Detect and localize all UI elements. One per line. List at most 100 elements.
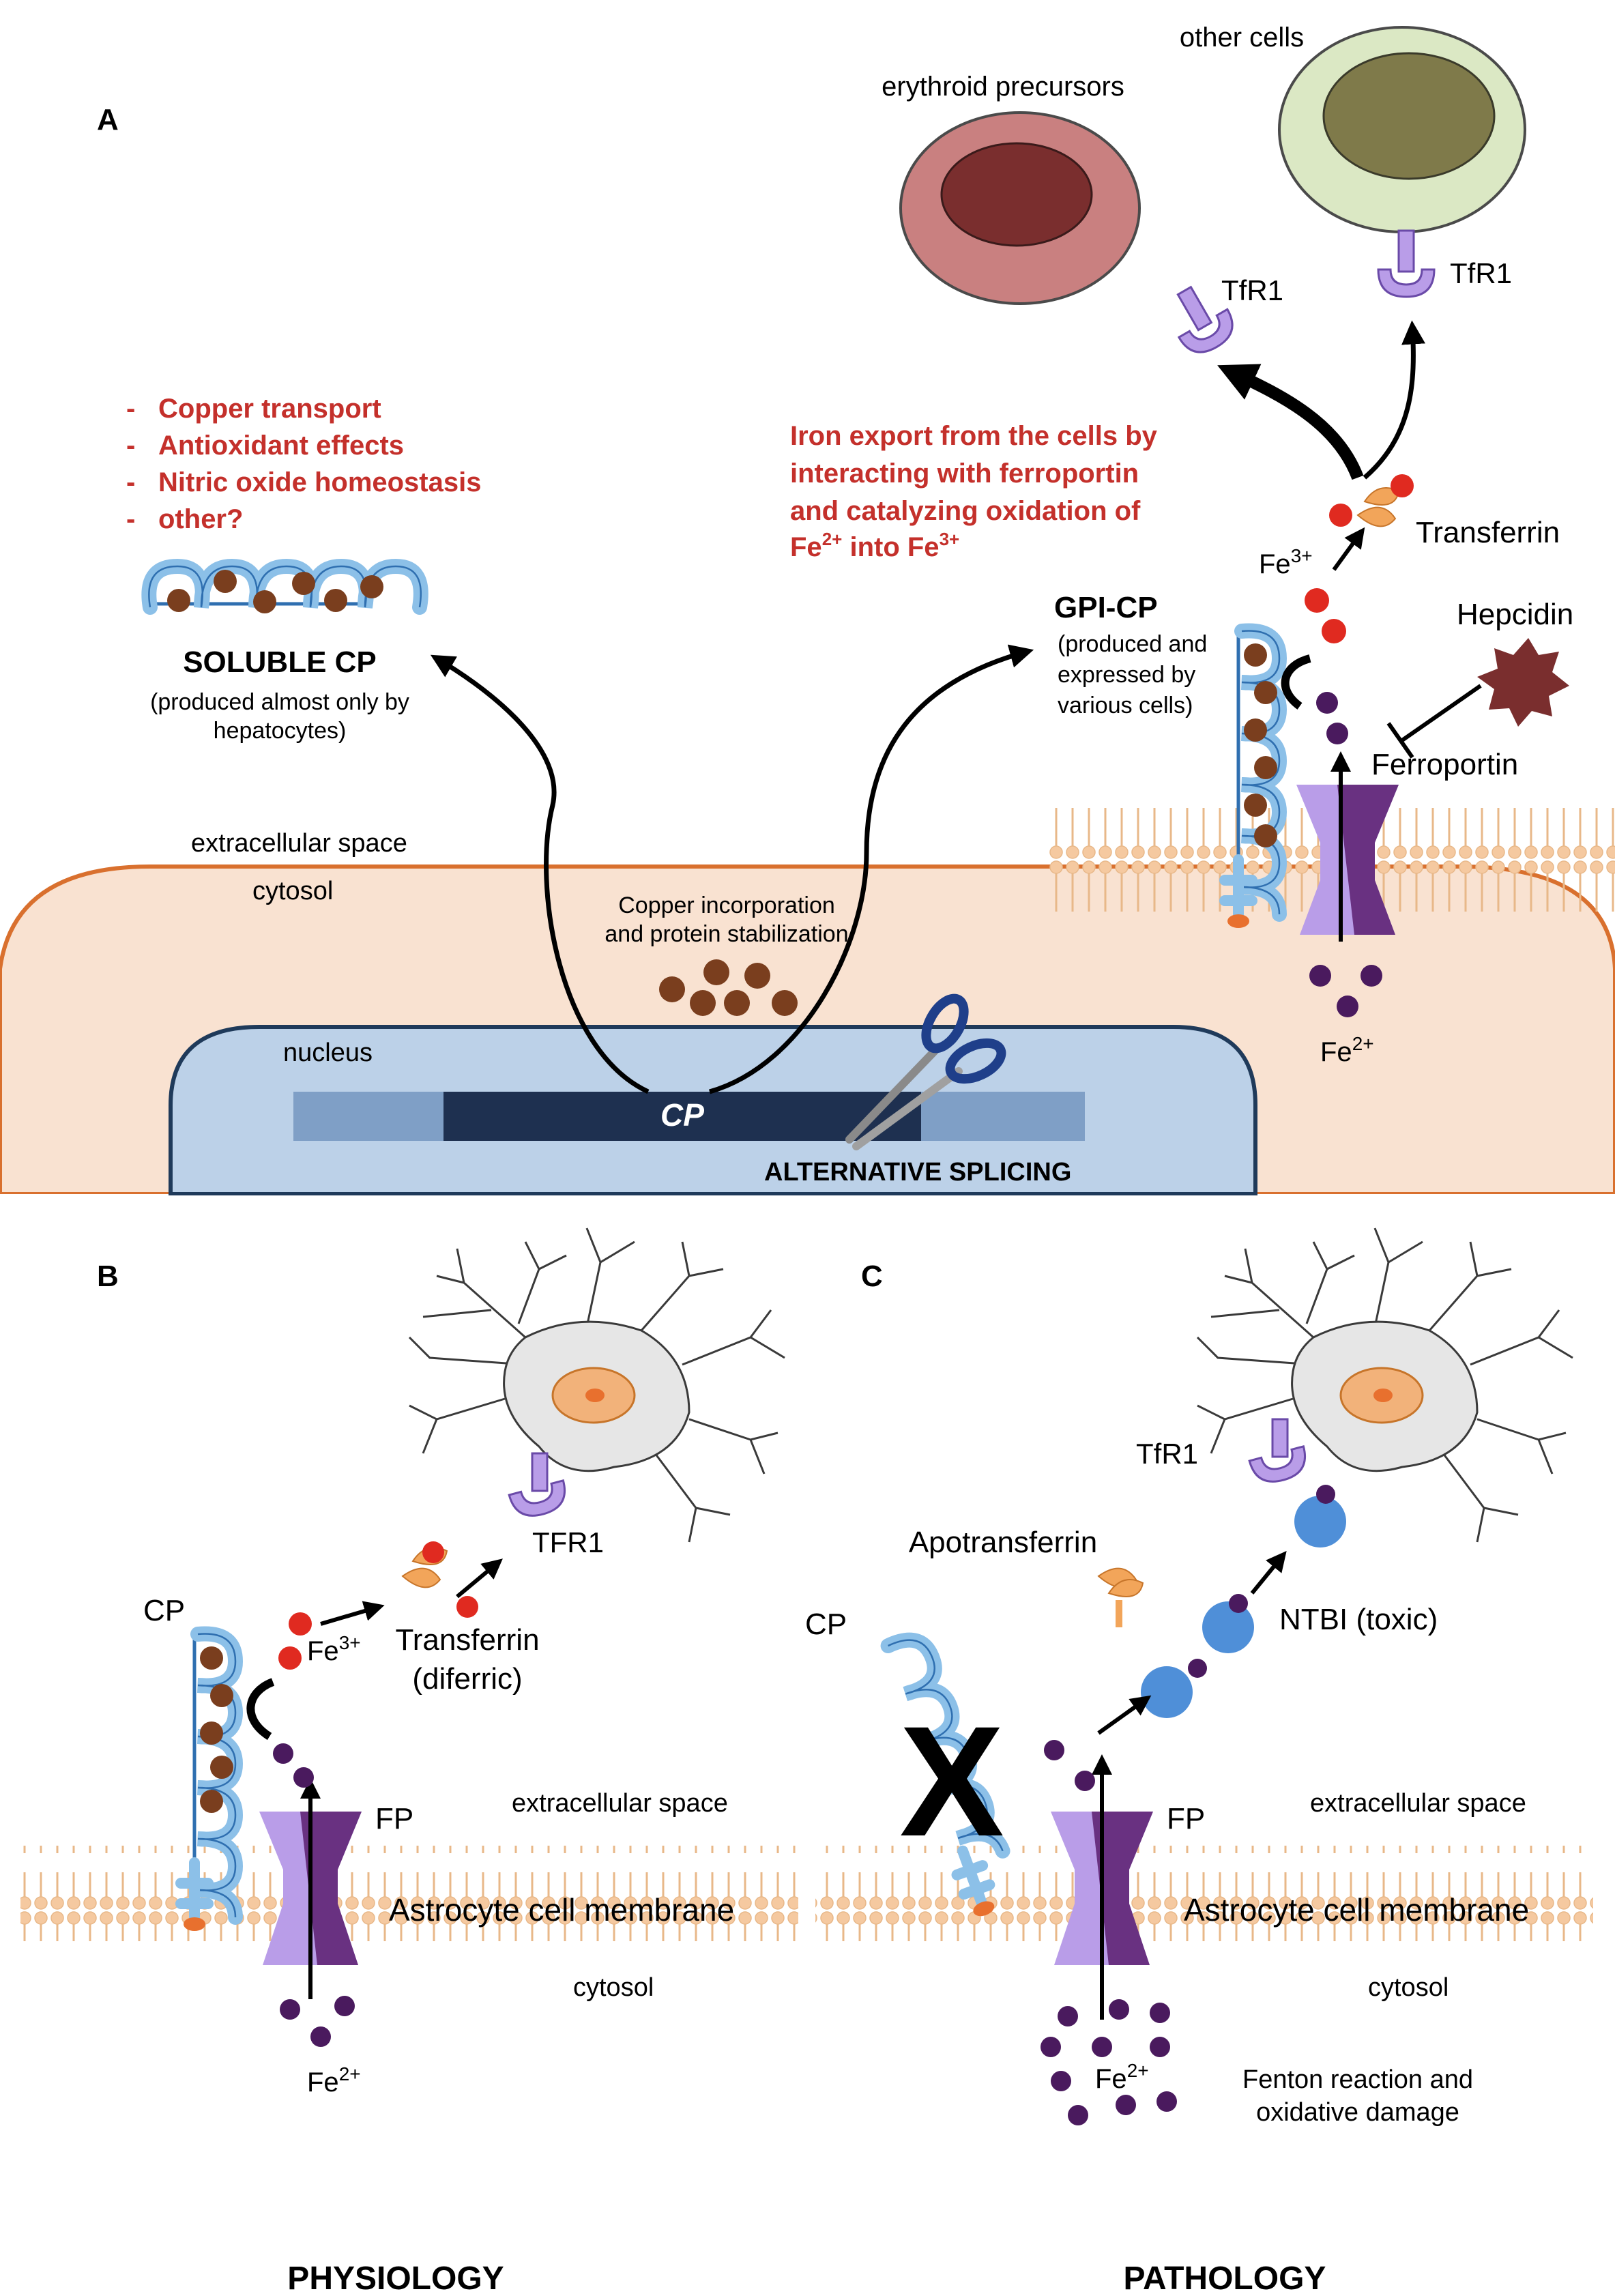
hepcidin-icon	[1477, 638, 1569, 727]
transferrin-loaded-a	[1329, 474, 1414, 527]
iron2-cluster-c	[1041, 1999, 1177, 2125]
gpi-cp-title: GPI-CP	[1054, 591, 1158, 624]
apotransferrin-icon	[1097, 1567, 1144, 1627]
fp-label-c: FP	[1167, 1802, 1205, 1835]
hepcidin-inhibition	[1386, 684, 1482, 759]
arrow-ntbi-to-neuron	[1250, 1551, 1287, 1595]
soluble-cp-title: SOLUBLE CP	[183, 645, 377, 679]
iron2-ion-a3	[1309, 965, 1331, 987]
fe2-label-b: Fe2+	[307, 2063, 361, 2097]
tfr1-label-c: TfR1	[1136, 1438, 1198, 1470]
soluble-cp-note-2: hepatocytes)	[214, 718, 347, 744]
other-cell-nucleus	[1322, 52, 1496, 180]
copper-ions-cytosol	[659, 959, 798, 1016]
nucleus-label: nucleus	[283, 1038, 373, 1067]
ferroportin-a	[1296, 751, 1399, 942]
panel-label-a: A	[97, 103, 119, 136]
extracellular-label-c: extracellular space	[1310, 1789, 1526, 1818]
cp-label-c: CP	[805, 1608, 847, 1641]
transferrin-diferric-b	[401, 1541, 478, 1618]
fp-label-b: FP	[375, 1802, 413, 1835]
membrane-label-b: Astrocyte cell membrane	[389, 1892, 734, 1928]
cytosol-label-a: cytosol	[252, 877, 333, 905]
function-bullet-3: -	[126, 467, 135, 497]
gene-cp	[443, 1092, 921, 1141]
arrow-fe3-to-transferrin-b	[320, 1601, 385, 1626]
fe2-label-a: Fe2+	[1320, 1033, 1374, 1067]
erythroid-label: erythroid precursors	[882, 72, 1124, 102]
fe3-label-b: Fe3+	[307, 1632, 361, 1666]
membrane-bilayer-b	[20, 1846, 798, 1941]
gene-label: CP	[660, 1097, 704, 1133]
gene-flank-right	[921, 1092, 1085, 1141]
iron2-ion-b2	[293, 1767, 314, 1788]
physiology-caption: PHYSIOLOGY	[287, 2261, 504, 2296]
other-cells-label: other cells	[1180, 23, 1304, 53]
ntbi-label: NTBI (toxic)	[1279, 1603, 1438, 1636]
iron2-ion-c2	[1075, 1771, 1095, 1791]
copper-incorporation-line1: Copper incorporation	[618, 892, 835, 918]
iron3-ion-b2	[278, 1646, 302, 1670]
arrow-transferrin-to-tfr1	[456, 1558, 503, 1599]
iron2-ion-b1	[273, 1743, 293, 1764]
arrow-to-erythroid	[1217, 364, 1364, 480]
iron2-ion-a5	[1337, 996, 1358, 1017]
alternative-splicing-label: ALTERNATIVE SPLICING	[764, 1158, 1071, 1187]
function-copper-transport: Copper transport	[158, 394, 381, 424]
arrow-to-gpi-cp	[709, 644, 1034, 1094]
membrane-label-c: Astrocyte cell membrane	[1184, 1892, 1529, 1928]
arrow-to-other-cells	[1363, 320, 1425, 480]
cp-protein-b	[175, 1626, 244, 1931]
extracellular-label-b: extracellular space	[512, 1789, 728, 1818]
ferroportin-label: Ferroportin	[1371, 748, 1518, 781]
tfr1-receptor-right	[1377, 229, 1436, 298]
copper-incorporation-line2: and protein stabilization	[605, 921, 848, 947]
gpi-cp-note-2: expressed by	[1058, 662, 1195, 688]
cp-label-b: CP	[143, 1594, 185, 1627]
gpi-cp-protein	[1219, 623, 1287, 928]
tfr1-label-b: TFR1	[532, 1526, 604, 1558]
tfr1-receptor-b	[508, 1452, 566, 1517]
cp-protein-c	[880, 1632, 1010, 1917]
neuron-b	[408, 1227, 785, 1543]
fe2-label-c: Fe2+	[1095, 2060, 1149, 2094]
gene-flank-left	[293, 1092, 443, 1141]
oxidation-arc-a	[1281, 654, 1311, 710]
iron2-ion-b3	[280, 1999, 300, 2020]
transferrin-label-b-1: Transferrin	[395, 1623, 539, 1657]
iron2-ion-c1	[1044, 1740, 1064, 1760]
panel-label-c: C	[861, 1260, 883, 1293]
membrane-bilayer-c	[815, 1846, 1593, 1941]
fenton-label-1: Fenton reaction and	[1242, 2065, 1473, 2094]
transferrin-label-b-2: (diferric)	[412, 1662, 522, 1696]
soluble-cp-protein	[141, 558, 428, 615]
function-bullet-4: -	[126, 504, 135, 534]
function-antioxidant: Antioxidant effects	[158, 431, 404, 461]
iron3-ion-b1	[289, 1612, 312, 1636]
iron2-ion-b4	[334, 1996, 355, 2016]
panel-label-b: B	[97, 1260, 119, 1293]
iron2-ion-a1	[1316, 692, 1338, 714]
iron-export-text: Iron export from the cells by interactin…	[790, 421, 1158, 562]
erythroid-cell-nucleus	[940, 142, 1093, 247]
iron3-ion-1	[1305, 588, 1329, 613]
arrow-fe2-to-ntbi	[1097, 1695, 1152, 1735]
function-bullet-2: -	[126, 431, 135, 461]
hepcidin-label: Hepcidin	[1457, 598, 1573, 631]
extracellular-label-a: extracellular space	[191, 829, 407, 858]
transferrin-label-a: Transferrin	[1416, 516, 1560, 549]
ferroportin-c	[1051, 1754, 1153, 2020]
pathology-caption: PATHOLOGY	[1124, 2261, 1326, 2296]
function-other: other?	[158, 504, 243, 534]
soluble-cp-functions: - Copper transport - Antioxidant effects…	[126, 394, 481, 534]
iron-export-line3: and catalyzing oxidation of	[790, 496, 1141, 526]
iron2-ion-a2	[1326, 723, 1348, 744]
tfr1-receptor-left	[1176, 285, 1234, 353]
function-nitric-oxide: Nitric oxide homeostasis	[158, 467, 481, 497]
oxidation-arc-b	[246, 1678, 275, 1741]
arrow-fe3-to-transferrin	[1332, 527, 1365, 571]
arrow-to-soluble-cp	[430, 654, 650, 1094]
iron2-ion-a4	[1361, 965, 1382, 987]
gpi-cp-note-3: various cells)	[1058, 693, 1193, 718]
